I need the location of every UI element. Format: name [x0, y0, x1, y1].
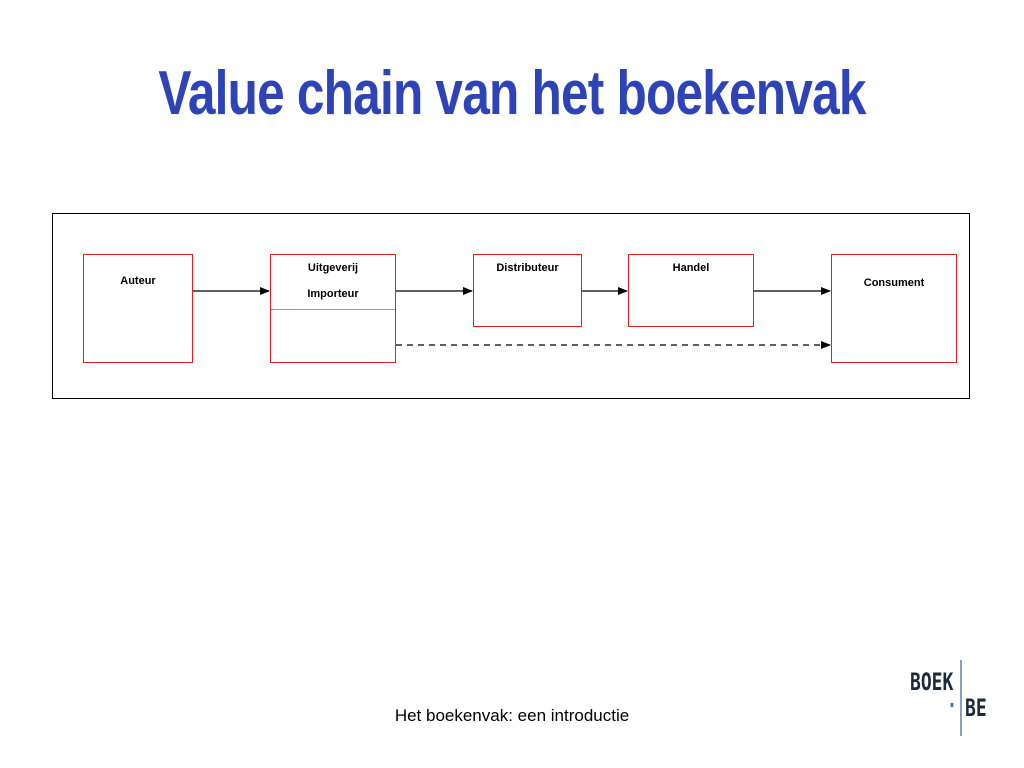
node-uitgeverij-label: Uitgeverij [307, 262, 359, 274]
node-auteur: Auteur [83, 254, 193, 363]
node-uitgeverij: Uitgeverij Importeur [270, 254, 396, 363]
node-handel: Handel [628, 254, 754, 327]
logo-separator-bar [960, 660, 962, 736]
slide-footer: Het boekenvak: een introductie [394, 706, 630, 725]
node-consument: Consument [831, 254, 957, 363]
logo-be-text: BE [965, 694, 987, 722]
node-importeur-label: Importeur [307, 288, 359, 300]
node-distributeur-label: Distributeur [496, 262, 559, 274]
value-chain-diagram [52, 213, 970, 399]
node-uitgeverij-divider [271, 309, 395, 310]
slide-title: Value chain van het boekenvak [158, 59, 866, 128]
node-handel-label: Handel [672, 262, 710, 274]
node-auteur-label: Auteur [120, 275, 156, 287]
node-consument-label: Consument [863, 277, 925, 289]
logo-boek-text: BOEK [910, 668, 954, 696]
logo-dot: . [947, 688, 957, 713]
boekbe-logo: BOEK . BE [905, 660, 995, 740]
node-distributeur: Distributeur [473, 254, 582, 327]
